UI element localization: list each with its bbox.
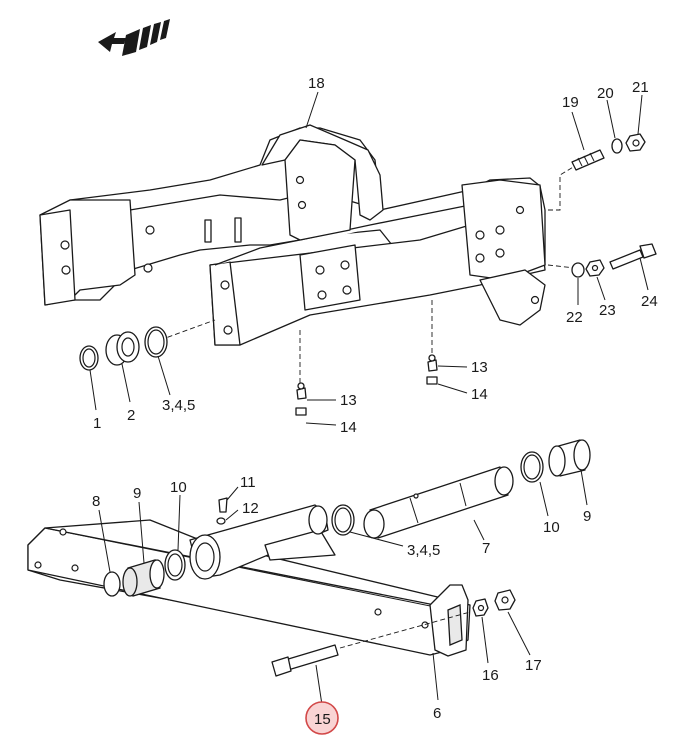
bolt-15 [271, 644, 339, 677]
callout-9-left: 9 [133, 485, 141, 502]
washer-22 [571, 262, 585, 278]
nut-23 [585, 259, 605, 277]
cap-14-left [295, 407, 307, 416]
callout-2: 2 [127, 407, 135, 424]
callout-10-right: 10 [543, 519, 560, 536]
forward-direction-arrow-icon [98, 19, 170, 56]
callout-22: 22 [566, 309, 583, 326]
nut-16 [472, 598, 489, 617]
bushing-9-left [122, 559, 165, 597]
callout-24: 24 [641, 293, 658, 310]
bushing-9-right [548, 439, 591, 477]
callout-1: 1 [93, 415, 101, 432]
callout-17: 17 [525, 657, 542, 674]
callout-14-right: 14 [471, 386, 488, 403]
axle-support-frame [39, 124, 546, 346]
callout-12: 12 [242, 500, 259, 517]
callout-11: 11 [240, 474, 256, 491]
bolt-24 [609, 243, 657, 270]
callout-9-right: 9 [583, 508, 591, 525]
stud-19 [571, 149, 605, 171]
ring-8 [103, 571, 121, 597]
grease-fitting-13-right [427, 354, 438, 372]
grease-fitting-11 [218, 497, 228, 513]
callout-3-4-5-lower: 3,4,5 [407, 542, 440, 559]
callout-13-right: 13 [471, 359, 488, 376]
cap-14-right [426, 376, 438, 385]
callout-15-highlight[interactable]: 15 [305, 701, 339, 735]
callout-8: 8 [92, 493, 100, 510]
callout-23: 23 [599, 302, 616, 319]
callout-18: 18 [308, 75, 325, 92]
bushing-2 [105, 331, 140, 366]
callout-6: 6 [433, 705, 441, 722]
callout-15: 15 [314, 711, 331, 728]
washer-12 [216, 517, 226, 525]
nut-17 [494, 589, 516, 611]
grease-fitting-13-left [296, 382, 307, 400]
callout-16: 16 [482, 667, 499, 684]
axle-beam [27, 504, 471, 657]
callout-3-4-5-upper: 3,4,5 [162, 397, 195, 414]
washer-20 [611, 138, 623, 154]
callout-10-left: 10 [170, 479, 187, 496]
shim-3-4-5 [144, 326, 168, 358]
callout-21: 21 [632, 79, 649, 96]
nut-21 [625, 133, 646, 152]
pivot-pin-7 [363, 466, 514, 539]
callout-20: 20 [597, 85, 614, 102]
callout-7: 7 [482, 540, 490, 557]
callout-19: 19 [562, 94, 579, 111]
callout-14-left: 14 [340, 419, 357, 436]
callout-13-left: 13 [340, 392, 357, 409]
